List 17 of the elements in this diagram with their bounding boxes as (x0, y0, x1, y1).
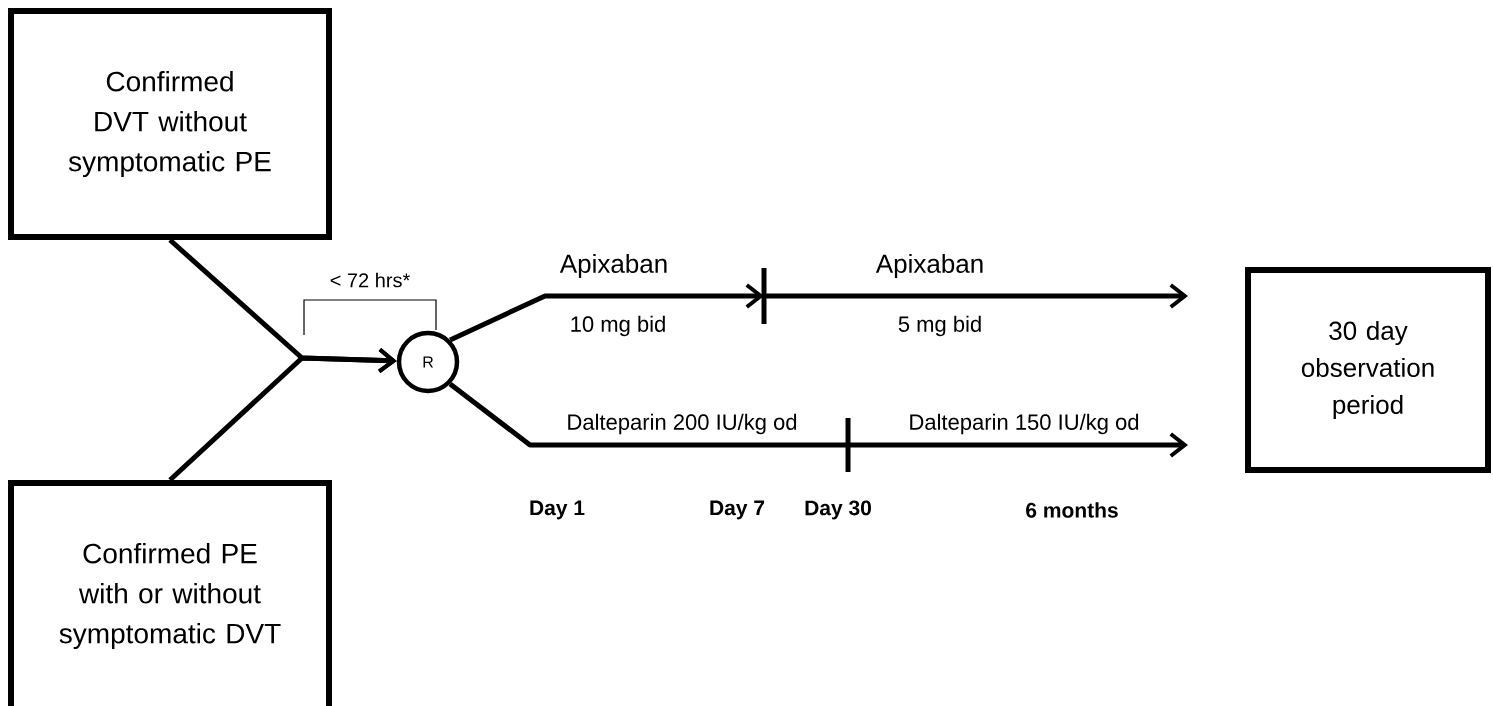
process-box: 30 day observation period (1245, 267, 1491, 473)
drug-label: Apixaban (874, 252, 986, 280)
drug-label: Dalteparin 200 IU/kg od (565, 412, 799, 436)
arrow (168, 347, 397, 482)
day-label: Day 30 (803, 499, 873, 521)
drug-label: Apixaban (558, 252, 670, 280)
process-box: Confirmed PE with or without symptomatic DVT (8, 480, 332, 706)
dose-label: 10 mg bid (568, 314, 668, 338)
process-box: Confirmed DVT without symptomatic PE (8, 8, 332, 240)
day-label: 6 months (1024, 501, 1120, 519)
day-label: Day 1 (528, 499, 587, 521)
drug-label: Dalteparin 150 IU/kg od (907, 412, 1141, 436)
day-label: Day 7 (708, 499, 767, 521)
dose-label: 5 mg bid (896, 314, 984, 338)
interval-label: < 72 hrs* (330, 272, 410, 288)
arrow (449, 283, 764, 343)
arrow (448, 382, 1188, 458)
